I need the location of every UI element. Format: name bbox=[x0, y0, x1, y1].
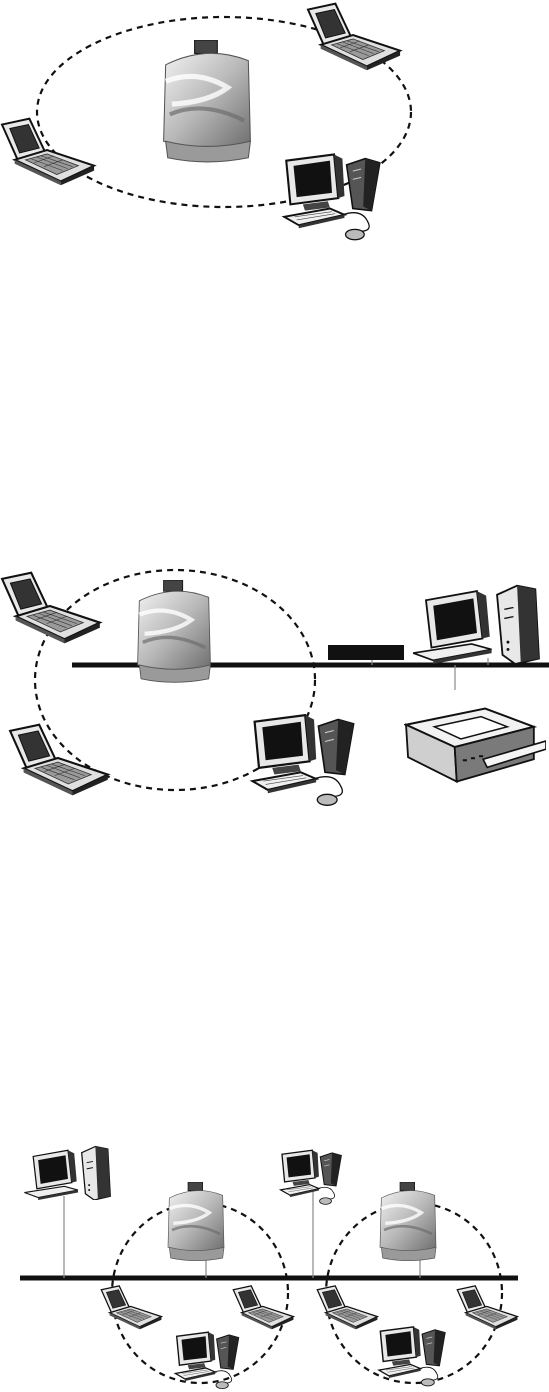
laptop-icon bbox=[308, 4, 400, 71]
access-point-icon bbox=[380, 1182, 436, 1261]
access-point-icon bbox=[138, 580, 211, 682]
desktop-computer-icon bbox=[252, 715, 353, 805]
laptop-icon bbox=[457, 1286, 517, 1330]
laptop-icon bbox=[233, 1286, 293, 1330]
desktop-computer-icon bbox=[284, 154, 380, 239]
laptop-icon bbox=[101, 1286, 161, 1330]
laptop-icon bbox=[2, 119, 94, 186]
hub-icon bbox=[328, 645, 404, 660]
desktop-computer-icon bbox=[175, 1332, 238, 1388]
laptop-icon bbox=[10, 725, 108, 796]
laptop-icon bbox=[317, 1286, 377, 1330]
laptop-icon bbox=[2, 573, 100, 644]
ad-hoc-network-diagram bbox=[0, 0, 549, 250]
infrastructure-network-diagram bbox=[0, 558, 549, 828]
access-point-icon bbox=[164, 40, 251, 162]
desktop-computer-icon bbox=[281, 1150, 342, 1204]
server-icon bbox=[24, 1146, 110, 1200]
printer-icon bbox=[406, 709, 546, 782]
access-point-icon bbox=[168, 1182, 224, 1261]
desktop-computer-icon bbox=[379, 1327, 445, 1386]
server-icon bbox=[413, 586, 539, 664]
multi-cell-network-diagram bbox=[0, 1138, 549, 1392]
